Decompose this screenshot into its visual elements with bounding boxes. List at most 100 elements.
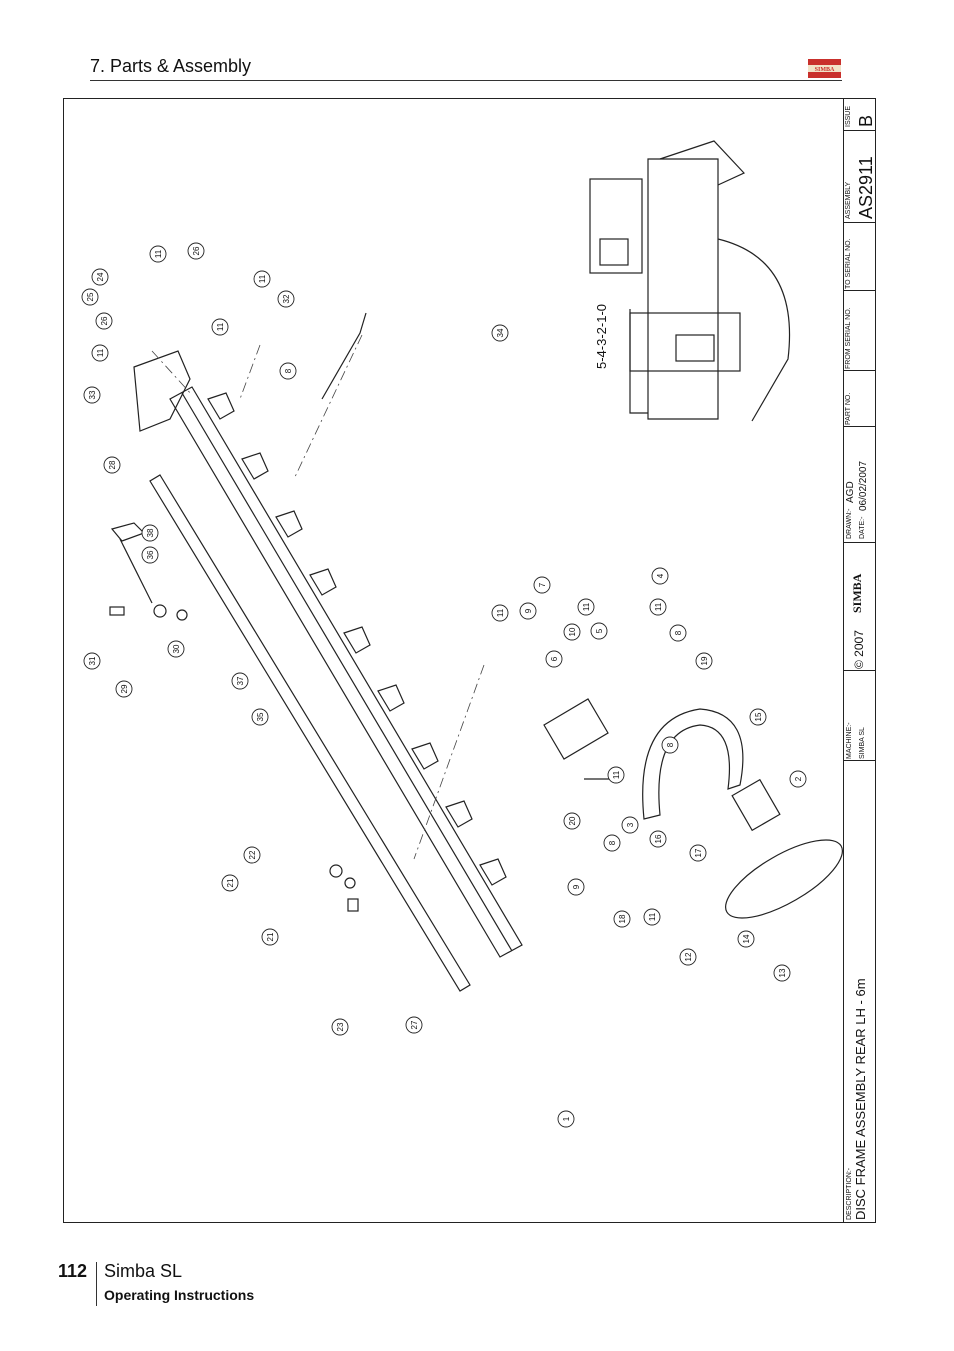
part-balloon-23: 23 bbox=[331, 1018, 349, 1036]
part-no-label: PART NO. bbox=[845, 392, 852, 425]
brand-mark: SIMBA bbox=[850, 573, 864, 613]
tb-brand-cell: SIMBA © 2007 bbox=[844, 543, 875, 671]
svg-text:26: 26 bbox=[100, 316, 109, 325]
svg-text:20: 20 bbox=[568, 816, 577, 825]
part-balloon-33: 33 bbox=[83, 386, 101, 404]
svg-text:16: 16 bbox=[654, 834, 663, 843]
part-balloon-4: 4 bbox=[651, 567, 669, 585]
svg-text:11: 11 bbox=[216, 322, 225, 331]
svg-text:9: 9 bbox=[524, 608, 533, 613]
part-balloon-9: 9 bbox=[567, 878, 585, 896]
part-balloon-8: 8 bbox=[603, 834, 621, 852]
part-balloon-32: 32 bbox=[277, 290, 295, 308]
part-balloon-24: 24 bbox=[91, 268, 109, 286]
product-name: Simba SL bbox=[104, 1261, 183, 1281]
svg-text:25: 25 bbox=[86, 292, 95, 301]
svg-text:8: 8 bbox=[608, 840, 617, 845]
part-balloon-17: 17 bbox=[689, 844, 707, 862]
svg-text:11: 11 bbox=[582, 602, 591, 611]
part-balloon-31: 31 bbox=[83, 652, 101, 670]
tb-drawn-cell: DRAWN:- AGD DATE:- 06/02/2007 bbox=[844, 427, 875, 543]
svg-text:21: 21 bbox=[226, 878, 235, 887]
svg-text:23: 23 bbox=[336, 1022, 345, 1031]
svg-text:21: 21 bbox=[266, 932, 275, 941]
svg-text:11: 11 bbox=[96, 348, 105, 357]
part-balloon-19: 19 bbox=[695, 652, 713, 670]
part-balloon-26: 26 bbox=[187, 242, 205, 260]
part-balloon-7: 7 bbox=[533, 576, 551, 594]
from-serial-label: FROM SERIAL NO. bbox=[845, 307, 852, 369]
svg-text:5: 5 bbox=[595, 628, 604, 633]
svg-text:13: 13 bbox=[778, 968, 787, 977]
description-value: DISC FRAME ASSEMBLY REAR LH - 6m bbox=[853, 978, 868, 1220]
svg-text:14: 14 bbox=[742, 934, 751, 943]
svg-text:24: 24 bbox=[96, 272, 105, 281]
svg-text:6: 6 bbox=[550, 656, 559, 661]
part-balloon-27: 27 bbox=[405, 1016, 423, 1034]
svg-text:17: 17 bbox=[694, 848, 703, 857]
svg-text:9: 9 bbox=[572, 884, 581, 889]
svg-text:1: 1 bbox=[562, 1116, 571, 1121]
to-serial-label: TO SERIAL NO. bbox=[845, 238, 852, 289]
part-balloon-6: 6 bbox=[545, 650, 563, 668]
drawn-value: AGD bbox=[845, 481, 856, 503]
description-label: DESCRIPTION:- bbox=[846, 1167, 853, 1220]
svg-text:26: 26 bbox=[192, 246, 201, 255]
svg-text:11: 11 bbox=[154, 249, 163, 258]
svg-text:12: 12 bbox=[684, 952, 693, 961]
part-balloon-1: 1 bbox=[557, 1110, 575, 1128]
svg-text:11: 11 bbox=[648, 912, 657, 921]
part-balloon-3: 3 bbox=[621, 816, 639, 834]
svg-text:22: 22 bbox=[248, 850, 257, 859]
svg-text:8: 8 bbox=[284, 368, 293, 373]
part-balloon-30: 30 bbox=[167, 640, 185, 658]
part-balloon-38: 38 bbox=[141, 524, 159, 542]
part-balloon-11: 11 bbox=[91, 344, 109, 362]
part-balloon-11: 11 bbox=[577, 598, 595, 616]
part-balloon-12: 12 bbox=[679, 948, 697, 966]
title-block: ISSUE B ASSEMBLY AS2911 TO SERIAL NO. FR… bbox=[843, 99, 876, 1222]
part-balloon-21: 21 bbox=[261, 928, 279, 946]
date-label: DATE:- bbox=[859, 516, 866, 539]
svg-text:11: 11 bbox=[612, 770, 621, 779]
part-balloon-25: 25 bbox=[81, 288, 99, 306]
part-balloon-20: 20 bbox=[563, 812, 581, 830]
copyright: © 2007 bbox=[852, 630, 866, 669]
svg-text:37: 37 bbox=[236, 676, 245, 685]
svg-text:11: 11 bbox=[258, 274, 267, 283]
part-balloon-9: 9 bbox=[519, 602, 537, 620]
part-balloon-35: 35 bbox=[251, 708, 269, 726]
assembly-number: AS2911 bbox=[856, 156, 876, 219]
svg-text:2: 2 bbox=[794, 776, 803, 781]
part-balloon-5: 5 bbox=[590, 622, 608, 640]
header-rule bbox=[90, 80, 842, 81]
part-balloon-8: 8 bbox=[669, 624, 687, 642]
tb-assembly-cell: ASSEMBLY AS2911 bbox=[844, 131, 876, 223]
section-title: 7. Parts & Assembly bbox=[90, 56, 252, 76]
page-number: 112 bbox=[58, 1261, 88, 1281]
footer-subtitle: Operating Instructions bbox=[104, 1287, 255, 1303]
detail-scale-label: 5-4-3-2-1-0 bbox=[594, 304, 609, 369]
part-balloon-26: 26 bbox=[95, 312, 113, 330]
svg-text:7: 7 bbox=[538, 582, 547, 587]
simba-logo-icon: SIMBA bbox=[808, 59, 841, 78]
svg-text:19: 19 bbox=[700, 656, 709, 665]
part-balloon-21: 21 bbox=[221, 874, 239, 892]
tb-issue-cell: ISSUE B bbox=[844, 99, 876, 131]
svg-text:11: 11 bbox=[654, 602, 663, 611]
footer-rule bbox=[96, 1262, 97, 1306]
svg-text:32: 32 bbox=[282, 294, 291, 303]
tb-part-no-cell: PART NO. bbox=[844, 371, 875, 427]
svg-text:29: 29 bbox=[120, 684, 129, 693]
part-balloon-11: 11 bbox=[643, 908, 661, 926]
part-balloon-16: 16 bbox=[649, 830, 667, 848]
part-balloon-34: 34 bbox=[491, 324, 509, 342]
svg-text:31: 31 bbox=[88, 656, 97, 665]
svg-text:38: 38 bbox=[146, 528, 155, 537]
part-balloon-11: 11 bbox=[149, 245, 167, 263]
logo-text: SIMBA bbox=[815, 67, 835, 73]
part-balloon-11: 11 bbox=[253, 270, 271, 288]
svg-text:11: 11 bbox=[496, 608, 505, 617]
